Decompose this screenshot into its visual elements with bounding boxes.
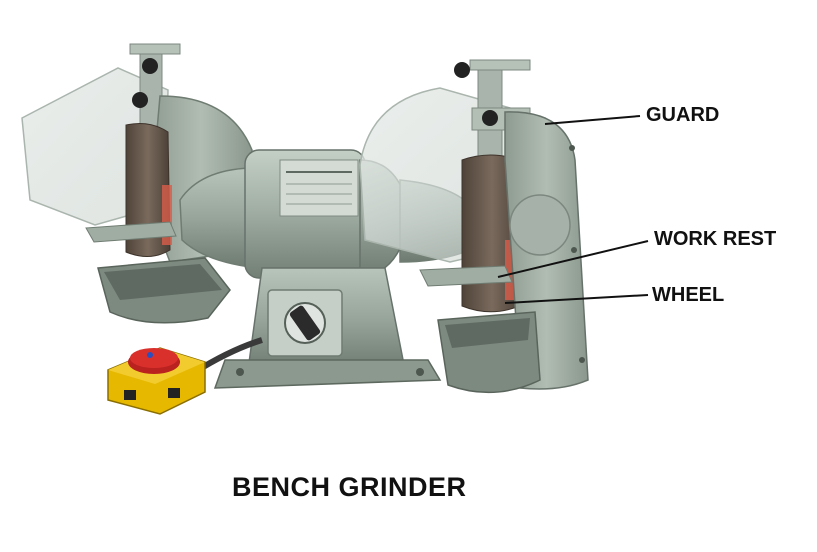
left-work-rest [85,221,177,243]
emergency-stop-button-icon [107,347,206,415]
guard-leader-line [544,115,641,125]
right-shield-knob-top-icon [454,62,470,78]
wheel-label: WHEEL [652,284,725,306]
left-shield-knob-icon [132,92,148,108]
diagram-caption: BENCH GRINDER [232,472,467,502]
bench-grinder-illustration [21,43,649,415]
rotary-switch-icon [267,289,343,357]
left-shield-knob-top-icon [142,58,158,74]
right-work-rest [419,265,513,287]
motor-nameplate [279,159,359,217]
right-shield-knob-icon [482,110,498,126]
guard-label: GUARD [646,104,720,126]
work-rest-label: WORK REST [654,228,777,250]
work-rest-leader-line [497,240,649,278]
right-wheel-assembly [359,59,589,394]
wheel-leader-line [504,294,649,304]
left-wheel-assembly [21,43,253,324]
base-plate [213,359,442,389]
